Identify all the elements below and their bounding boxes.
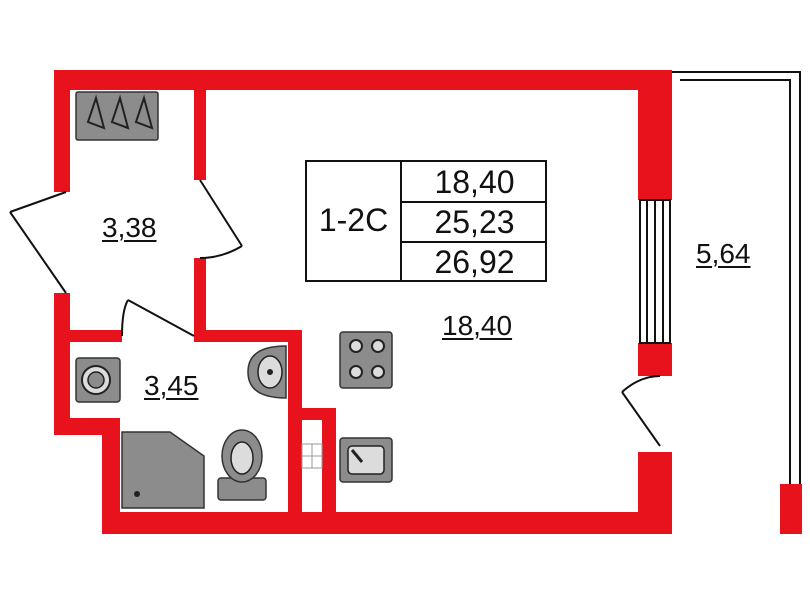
legend-divider xyxy=(402,201,547,203)
kitchen-sink-icon xyxy=(339,437,393,483)
room-area-bathroom: 3,45 xyxy=(144,370,199,401)
wall-bottom xyxy=(102,512,662,534)
wall-partition-hall xyxy=(194,88,206,180)
bathroom-door xyxy=(121,299,195,342)
washing-machine-icon xyxy=(75,357,121,403)
washbasin-icon xyxy=(247,345,287,399)
wall-top xyxy=(54,70,672,90)
legend-area-value: 18,40 xyxy=(434,164,515,200)
wall-right-bottom xyxy=(638,452,672,534)
legend-divider xyxy=(402,241,547,243)
tile-grid xyxy=(301,443,323,469)
window xyxy=(639,199,671,344)
wall-right-top xyxy=(638,70,672,200)
legend-area-value: 25,23 xyxy=(434,204,515,240)
hall-living-door xyxy=(199,179,243,259)
wall-partition-hall-lower xyxy=(194,258,206,334)
wall-bath-left xyxy=(102,418,120,534)
walls xyxy=(54,70,802,534)
balcony-door xyxy=(621,375,661,447)
wardrobe-hangers-icon xyxy=(75,91,159,141)
legend-divider xyxy=(400,162,402,280)
room-area-hall: 3,38 xyxy=(102,212,157,243)
apartment-type: 1-2С xyxy=(318,202,389,238)
apartment-legend: 1-2С 18,40 25,23 26,92 xyxy=(305,160,547,282)
room-area-living: 18,40 xyxy=(442,310,513,341)
legend-area-value: 26,92 xyxy=(434,244,515,280)
wall-niche-right xyxy=(322,408,336,524)
stove-icon xyxy=(339,331,393,389)
wall-left-lower xyxy=(54,293,70,435)
shower-tray-icon xyxy=(121,431,205,509)
wall-bath-right xyxy=(288,330,302,530)
balcony-outline xyxy=(672,71,801,520)
entrance-door xyxy=(9,191,70,294)
room-area-balcony: 5,64 xyxy=(696,238,751,269)
wall-right-mid xyxy=(638,343,672,376)
wall-left-upper xyxy=(54,70,70,192)
toilet-icon xyxy=(217,429,267,501)
wall-bath-top xyxy=(194,330,300,342)
wall-hall-bath xyxy=(54,330,122,342)
wall-balcony-corner xyxy=(780,484,802,534)
